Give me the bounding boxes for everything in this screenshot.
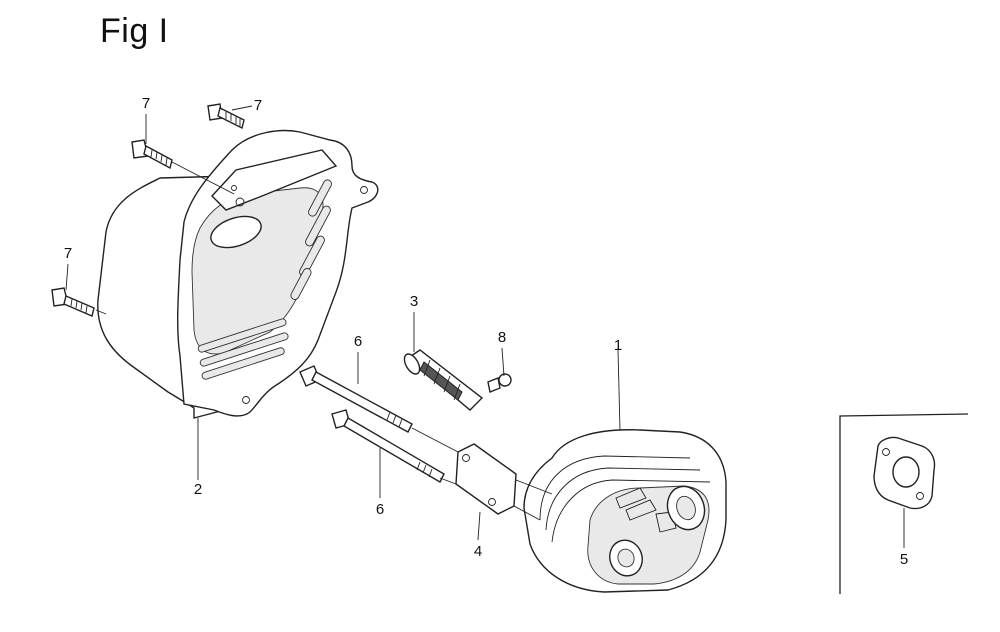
- callout-3-spark-arrester: 3: [410, 293, 418, 310]
- callout-6-long-bolt-upper: 6: [354, 333, 362, 350]
- spark-arrester-part: [403, 349, 484, 411]
- callout-1-muffler: 1: [614, 337, 622, 354]
- callout-4-gasket-plate: 4: [474, 543, 482, 560]
- callout-5-exhaust-gasket: 5: [900, 551, 908, 568]
- callout-7-bolt-left: 7: [64, 245, 72, 262]
- callout-6-long-bolt-lower: 6: [376, 501, 384, 518]
- muffler-part: [523, 429, 727, 593]
- long-bolt-part-lower: [331, 409, 445, 483]
- flange-bolt-part-top-left: [131, 139, 173, 170]
- callout-7-bolt-top-right: 7: [254, 97, 262, 114]
- long-bolt-part-upper: [299, 365, 413, 433]
- figure-title: Fig I: [100, 12, 169, 50]
- muffler-gasket-plate-part: [455, 443, 517, 515]
- leader-lines: [65, 105, 905, 548]
- flange-bolt-part-top-right: [207, 103, 245, 130]
- callout-7-bolt-top-left: 7: [142, 95, 150, 112]
- tapping-screw-part: [487, 373, 512, 393]
- callout-8-screw: 8: [498, 329, 506, 346]
- flange-bolt-part-left: [51, 287, 95, 317]
- exhaust-gasket-part: [873, 436, 936, 510]
- inset-frame: [839, 413, 969, 594]
- muffler-protector-part: [97, 129, 379, 419]
- callout-2-protector: 2: [194, 481, 202, 498]
